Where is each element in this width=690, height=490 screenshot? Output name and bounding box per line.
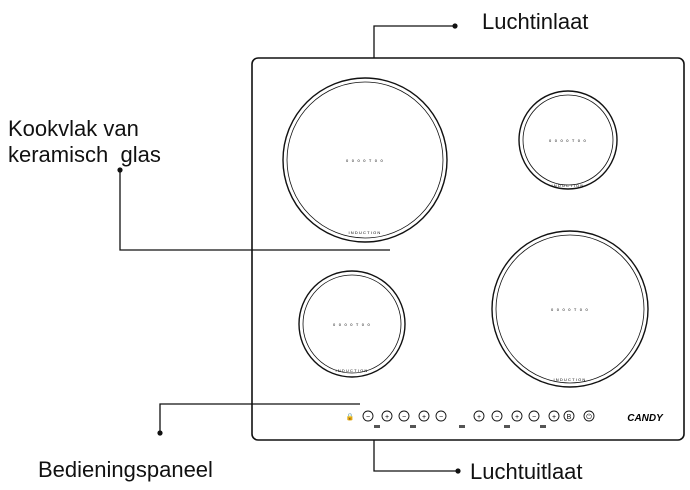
zone-indicator	[410, 425, 416, 428]
control-panel: 🔒 − + − + − + − + − + B ⏻	[346, 410, 595, 428]
svg-text:⏻: ⏻	[586, 413, 592, 421]
zone-marks: 0 0 0 0 T 0 0	[549, 138, 587, 143]
zone-marks: 0 0 0 0 T 0 0	[551, 307, 589, 312]
minus-icon[interactable]: −	[491, 410, 503, 422]
plus-icon[interactable]: +	[381, 410, 393, 422]
svg-text:B: B	[567, 414, 572, 421]
plus-icon[interactable]: +	[473, 410, 485, 422]
label-control-panel: Bedieningspaneel	[38, 457, 213, 482]
leader-line-controls	[159, 403, 360, 433]
zone-indicator	[374, 425, 380, 428]
minus-icon[interactable]: −	[362, 410, 374, 422]
power-icon[interactable]: ⏻	[583, 410, 595, 422]
zone-indicator	[504, 425, 510, 428]
label-glass-top-line1: Kookvlak van	[8, 116, 139, 141]
svg-text:+: +	[552, 414, 556, 421]
svg-text:+: +	[477, 414, 481, 421]
svg-text:+: +	[422, 414, 426, 421]
svg-text:−: −	[532, 414, 536, 421]
minus-icon[interactable]: −	[398, 410, 410, 422]
leader-line-glass	[119, 170, 390, 251]
zone-marks: 0 0 0 0 T 0 0	[333, 322, 371, 327]
plus-icon[interactable]: +	[418, 410, 430, 422]
plus-icon[interactable]: +	[548, 410, 560, 422]
lock-icon[interactable]: 🔒	[346, 413, 355, 421]
leader-line-outlet	[373, 440, 458, 472]
label-glass-top-line2: keramisch glas	[8, 142, 161, 167]
zone-top-left: 0 0 0 0 T 0 0 INDUCTION	[282, 77, 448, 243]
svg-text:−: −	[495, 414, 499, 421]
svg-text:+: +	[515, 414, 519, 421]
zone-bottom-left: 0 0 0 0 T 0 0 INDUCTION	[298, 270, 406, 378]
leader-dot	[455, 468, 461, 474]
leader-dot	[117, 167, 123, 173]
zone-marks: 0 0 0 0 T 0 0	[346, 158, 384, 163]
zone-indicator	[459, 425, 465, 428]
zone-bottom-right: 0 0 0 0 T 0 0 INDUCTION	[491, 230, 649, 388]
leader-dot	[452, 23, 458, 29]
brand-logo: CANDY	[627, 413, 664, 424]
label-glass-top: Kookvlak van keramisch glas	[8, 116, 161, 168]
svg-text:🔒: 🔒	[346, 413, 355, 421]
hob-outline	[251, 57, 685, 441]
minus-icon[interactable]: −	[435, 410, 447, 422]
svg-text:−: −	[439, 414, 443, 421]
leader-line-inlet	[373, 25, 455, 58]
svg-text:+: +	[385, 414, 389, 421]
zone-label: INDUCTION	[551, 183, 584, 188]
zone-top-right: 0 0 0 0 T 0 0 INDUCTION	[518, 90, 618, 190]
svg-text:−: −	[366, 414, 370, 421]
zone-label: INDUCTION	[335, 368, 368, 373]
svg-text:−: −	[402, 414, 406, 421]
boost-icon[interactable]: B	[563, 410, 575, 422]
zone-indicator	[540, 425, 546, 428]
leader-dot	[157, 430, 163, 436]
zone-label: INDUCTION	[348, 230, 381, 235]
zone-label: INDUCTION	[553, 377, 586, 382]
label-air-inlet: Luchtinlaat	[482, 9, 589, 34]
label-air-outlet: Luchtuitlaat	[470, 459, 583, 484]
minus-icon[interactable]: −	[528, 410, 540, 422]
plus-icon[interactable]: +	[511, 410, 523, 422]
